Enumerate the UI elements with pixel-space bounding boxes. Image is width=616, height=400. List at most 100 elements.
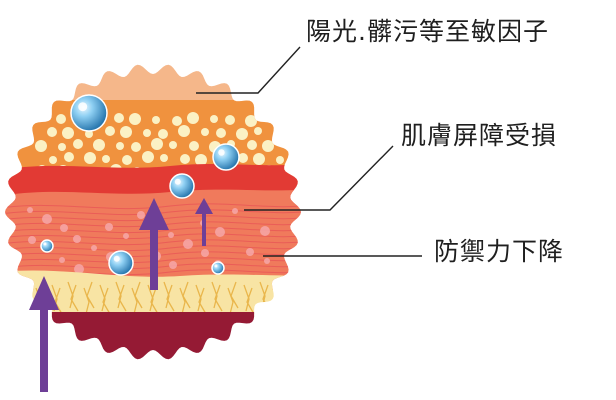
- cell-dot: [268, 114, 276, 122]
- penetration-arrow: [139, 198, 169, 290]
- pollutant-bubble: [70, 94, 108, 132]
- cell-dot: [49, 156, 57, 164]
- bubble-highlight: [43, 242, 47, 246]
- cell-dot: [294, 127, 301, 139]
- pollutant-bubble: [211, 261, 225, 275]
- cell-dot: [102, 155, 110, 163]
- pink-cell: [59, 257, 65, 263]
- cell-dot: [254, 127, 262, 135]
- fat-line: [118, 284, 127, 312]
- label-external-factors: 陽光.髒污等至敏因子: [306, 17, 549, 46]
- cell-dot: [238, 153, 248, 163]
- fat-line: [246, 287, 255, 315]
- cell-dot: [160, 154, 168, 162]
- pink-cell: [123, 233, 129, 239]
- cell-dot: [116, 142, 124, 150]
- bubble-highlight: [214, 264, 218, 268]
- pink-cell: [169, 261, 177, 269]
- fat-line: [115, 281, 122, 309]
- cell-dot: [195, 154, 207, 166]
- cell-dot: [35, 140, 47, 152]
- fat-line: [22, 284, 31, 312]
- pink-cell: [28, 236, 36, 244]
- pink-cell: [73, 235, 81, 243]
- penetration-arrow: [29, 276, 59, 392]
- cell-dot: [180, 154, 190, 164]
- cell-dot: [178, 125, 190, 137]
- cell-dot: [151, 138, 163, 150]
- fat-line: [83, 287, 90, 315]
- fat-line: [147, 284, 154, 312]
- cell-dot: [93, 139, 105, 151]
- fat-line: [227, 287, 234, 315]
- label-defense-decreased: 防禦力下降: [434, 237, 565, 266]
- fat-line: [163, 281, 170, 309]
- cell-dot: [158, 129, 168, 139]
- cell-dot: [142, 151, 154, 163]
- cell-dot: [58, 143, 66, 151]
- cell-dot: [169, 141, 177, 149]
- fat-line: [19, 281, 26, 309]
- pollutant-bubble: [108, 250, 134, 276]
- fat-line: [182, 281, 191, 309]
- cell-dot: [276, 156, 284, 164]
- pollutant-bubble: [40, 239, 54, 253]
- pink-cell: [260, 226, 270, 236]
- fat-line: [278, 281, 287, 309]
- cell-dot: [285, 143, 293, 151]
- pink-cell: [264, 258, 270, 264]
- pink-cell: [201, 249, 209, 257]
- penetration-arrows: [29, 198, 213, 392]
- fiber-line: [5, 257, 301, 264]
- cell-dot: [225, 115, 235, 125]
- bubble-highlight: [218, 149, 225, 156]
- cell-dot: [129, 113, 141, 125]
- pink-cell: [42, 214, 52, 224]
- cell-dot: [143, 129, 151, 137]
- cell-dot: [114, 113, 124, 123]
- cell-dot: [47, 127, 57, 137]
- leader-lines: [196, 46, 422, 257]
- cell-dot: [253, 153, 265, 165]
- bubble-highlight: [78, 102, 88, 112]
- fat-line: [214, 284, 223, 312]
- fat-line: [198, 287, 207, 315]
- cell-dot: [62, 127, 74, 139]
- penetration-arrow: [195, 198, 213, 246]
- pollutant-bubble: [212, 143, 240, 171]
- fat-line: [243, 284, 250, 312]
- cell-dot: [84, 152, 96, 164]
- fat-line: [134, 281, 143, 309]
- pink-cell: [183, 239, 193, 249]
- fiber-line: [5, 203, 301, 210]
- cell-dot: [274, 127, 284, 137]
- cell-dot: [201, 128, 209, 136]
- pink-cell: [105, 223, 113, 231]
- fat-line: [67, 281, 74, 309]
- fat-line: [99, 284, 106, 312]
- cell-dot: [105, 126, 115, 136]
- lower-layer: [5, 270, 301, 320]
- cell-dot: [236, 128, 248, 140]
- cell-dot: [172, 116, 182, 126]
- cell-dot: [291, 152, 301, 162]
- pink-cell: [137, 211, 145, 219]
- leader-line-external-factors: [196, 46, 301, 94]
- fat-line: [131, 287, 138, 315]
- fiber-line: [5, 209, 301, 216]
- bubble-highlight: [174, 178, 181, 185]
- pollutant-bubble: [169, 173, 195, 199]
- cell-dot: [56, 114, 66, 124]
- pink-cell: [246, 248, 254, 256]
- pink-cell: [27, 207, 33, 213]
- pink-cell: [60, 224, 68, 232]
- fat-line: [150, 287, 159, 315]
- cell-dot: [131, 142, 141, 152]
- fat-line: [230, 281, 239, 309]
- cell-dot: [85, 130, 93, 138]
- cell-dot: [64, 152, 74, 162]
- fiber-line: [5, 251, 301, 258]
- cell-dot: [283, 114, 293, 124]
- cell-dot: [262, 140, 274, 152]
